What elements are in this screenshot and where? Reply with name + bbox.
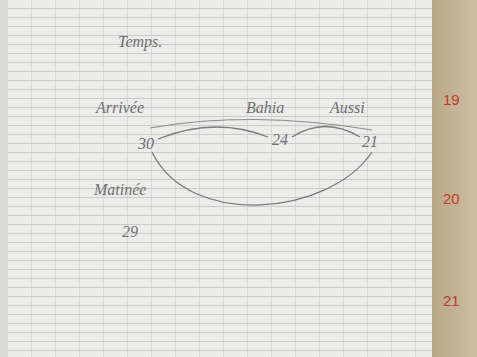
handwritten-number: 29 — [122, 224, 138, 240]
handwritten-number: 24 — [272, 132, 288, 148]
notebook-page — [8, 0, 432, 357]
column-word: Arrivée — [96, 100, 144, 116]
pencil-arc — [150, 119, 372, 130]
margin-number: 19 — [443, 92, 460, 107]
pencil-arc — [158, 127, 268, 139]
column-word: Aussi — [330, 100, 365, 116]
pencil-arc — [292, 127, 360, 138]
margin-number: 20 — [443, 191, 460, 206]
handwritten-number: 30 — [138, 136, 154, 152]
handwritten-word: Matinée — [94, 182, 146, 198]
handwritten-number: 21 — [362, 134, 378, 150]
pencil-arc — [152, 152, 372, 205]
margin-number: 21 — [443, 293, 460, 308]
heading-note: Temps. — [118, 34, 162, 50]
column-word: Bahia — [246, 100, 284, 116]
